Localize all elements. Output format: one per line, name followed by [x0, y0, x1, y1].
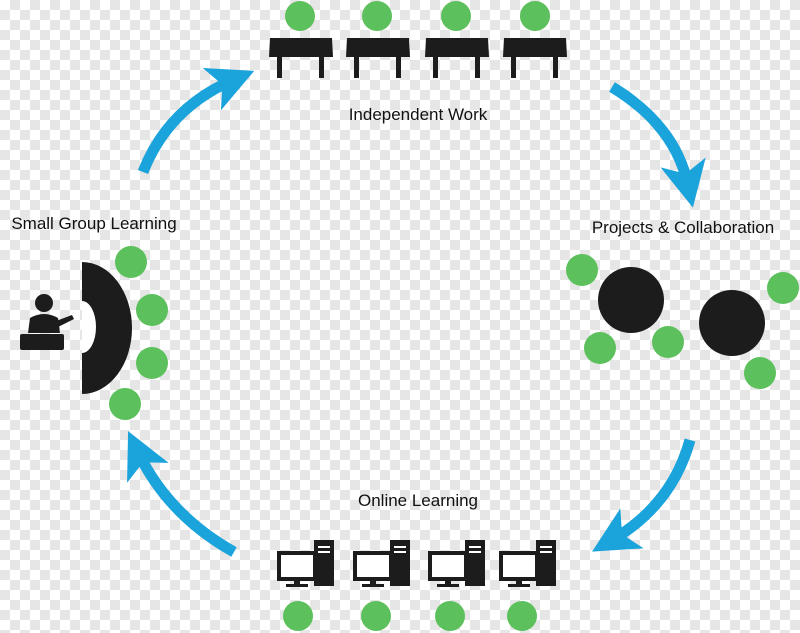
round-table-icon [598, 267, 664, 333]
computer-icon [353, 540, 410, 587]
computer-icon [499, 540, 556, 587]
student-icon [441, 1, 471, 31]
cycle-arrow-icon [137, 67, 255, 175]
cycle-arrow-icon [592, 438, 696, 552]
student-icon [584, 332, 616, 364]
student-icon [109, 388, 141, 420]
student-icon [767, 272, 799, 304]
semicircle-table-icon [82, 262, 132, 394]
round-table-icon [699, 290, 765, 356]
student-icon [283, 601, 313, 631]
independent-work-group: Independent Work [269, 1, 567, 124]
student-icon [520, 1, 550, 31]
desk-icon [269, 38, 333, 78]
student-icon [362, 1, 392, 31]
student-icon [566, 254, 598, 286]
small-group-learning-group: Small Group Learning [11, 214, 177, 420]
computer-icon [277, 540, 334, 587]
student-icon [435, 601, 465, 631]
teacher-icon [20, 294, 74, 350]
online-learning-group: Online Learning [277, 491, 556, 631]
student-icon [285, 1, 315, 31]
student-icon [115, 246, 147, 278]
independent-work-label: Independent Work [349, 105, 488, 124]
cycle-arrow-icon [609, 82, 706, 208]
desk-icon [346, 38, 410, 78]
projects-collaboration-label: Projects & Collaboration [592, 218, 774, 237]
desk-icon [503, 38, 567, 78]
student-icon [136, 294, 168, 326]
student-icon [744, 357, 776, 389]
small-group-learning-label: Small Group Learning [11, 214, 176, 233]
online-learning-label: Online Learning [358, 491, 478, 510]
cycle-arrow-icon [127, 431, 237, 557]
student-icon [361, 601, 391, 631]
projects-collaboration-group: Projects & Collaboration [566, 218, 799, 389]
student-icon [652, 326, 684, 358]
desk-icon [425, 38, 489, 78]
computer-icon [428, 540, 485, 587]
student-icon [136, 347, 168, 379]
table-notch [82, 301, 96, 353]
student-icon [507, 601, 537, 631]
